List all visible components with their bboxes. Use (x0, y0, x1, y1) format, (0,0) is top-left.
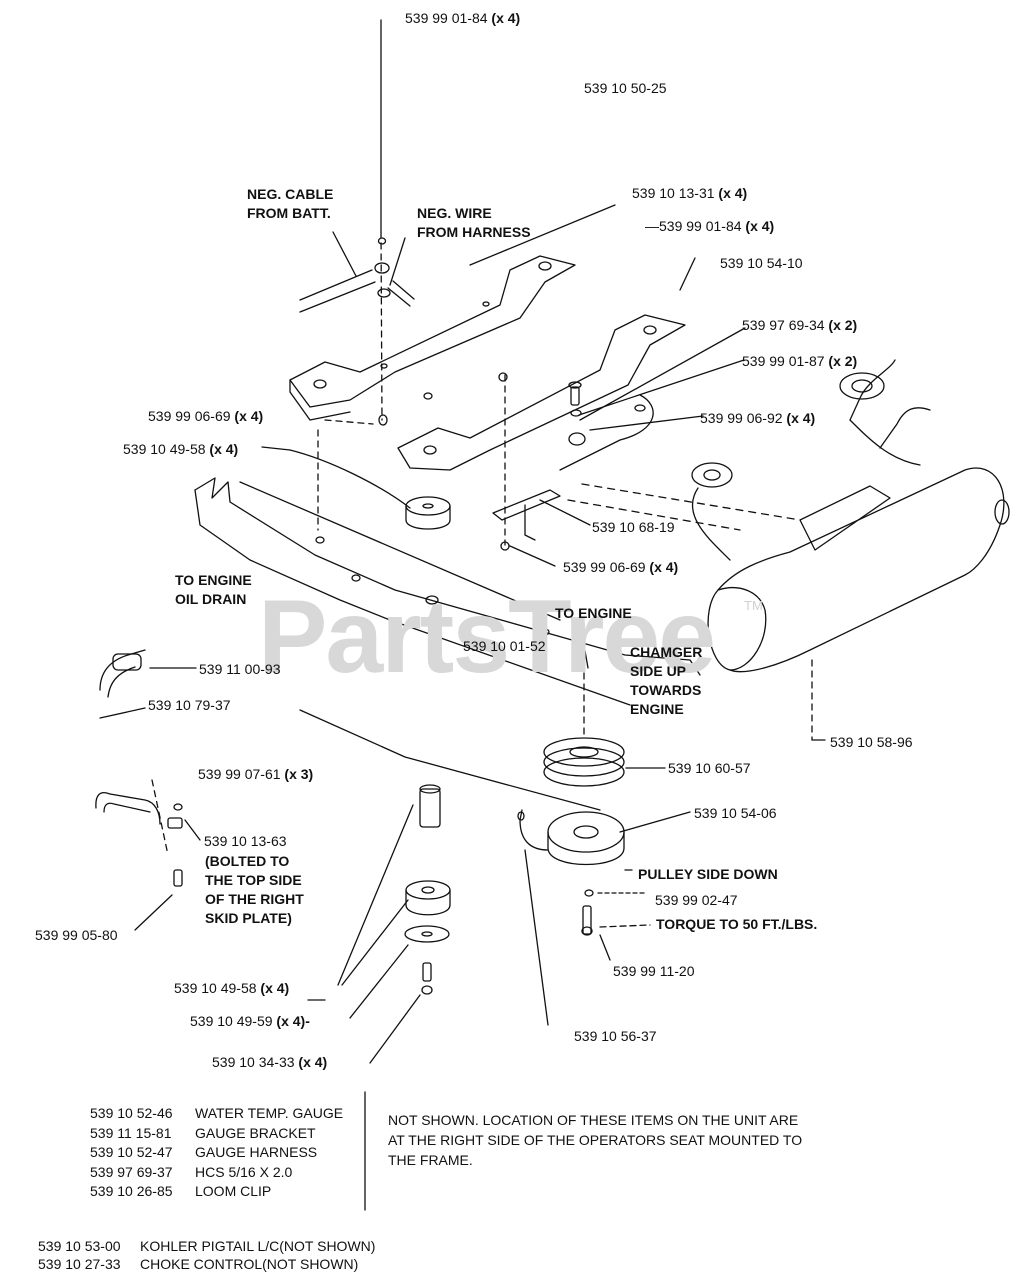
pulley (543, 639, 666, 787)
callout-539-99-01-87: 539 99 01-87 (x 2) (742, 353, 858, 369)
callout-539-10-34-33: 539 10 34-33 (x 4) (212, 1054, 328, 1070)
callout-539-10-54-06: 539 10 54-06 (694, 805, 777, 821)
watermark: PartsTree (258, 579, 716, 695)
upper-isolator (405, 496, 451, 530)
callout-539-10-49-58-top: 539 10 49-58 (x 4) (123, 441, 239, 457)
top-bolt-centerline (380, 19, 383, 421)
callout-539-99-01-84-right: —539 99 01-84 (x 4) (645, 218, 775, 234)
note-chamger-side-up: CHAMGER SIDE UP TOWARDS ENGINE (630, 644, 703, 717)
parts-row: 539 97 69-37 HCS 5/16 X 2.0 (90, 1163, 343, 1183)
callout-539-99-02-47: 539 99 02-47 (655, 892, 738, 908)
callout-539-10-54-10: 539 10 54-10 (720, 255, 803, 271)
parts-row: 539 10 52-46 WATER TEMP. GAUGE (90, 1104, 343, 1124)
upper-mount-bracket (289, 204, 616, 426)
part-description: WATER TEMP. GAUGE (195, 1105, 344, 1121)
parts-row: 539 10 27-33 CHOKE CONTROL(NOT SHOWN) (38, 1255, 375, 1273)
part-description: CHOKE CONTROL(NOT SHOWN) (140, 1256, 359, 1272)
gauge-parts-table: 539 10 52-46 WATER TEMP. GAUGE 539 11 15-8… (90, 1104, 343, 1202)
neg-cable (299, 231, 415, 313)
note-neg-wire: NEG. WIRE FROM HARNESS (417, 205, 531, 240)
electric-clutch (517, 809, 691, 1026)
note-oil-drain: TO ENGINE OIL DRAIN (175, 572, 252, 607)
gauge-bracket-parts (95, 779, 201, 931)
note-torque: TORQUE TO 50 FT./LBS. (656, 916, 818, 932)
lower-mount-bracket (397, 257, 801, 546)
callout-539-99-06-69-left: 539 99 06-69 (x 4) (148, 408, 264, 424)
note-pulley-side-down: PULLEY SIDE DOWN (638, 866, 778, 882)
parts-row: 539 11 15-81 GAUGE BRACKET (90, 1124, 343, 1144)
callout-539-99-07-61: 539 99 07-61 (x 3) (198, 766, 314, 782)
callout-539-99-06-69-center: 539 99 06-69 (x 4) (563, 559, 679, 575)
muffler (691, 359, 1010, 741)
callout-539-10-49-58-bottom: 539 10 49-58 (x 4) (174, 980, 290, 996)
callout-539-11-00-93: 539 11 00-93 (199, 661, 281, 677)
callout-539-99-11-20: 539 99 11-20 (613, 963, 695, 979)
callout-539-10-79-37: 539 10 79-37 (148, 697, 231, 713)
not-shown-parts-list: 539 10 53-00 KOHLER PIGTAIL L/C(NOT SHOWN… (38, 1237, 375, 1273)
callout-539-10-13-31: 539 10 13-31 (x 4) (632, 185, 748, 201)
part-number: 539 10 53-00 (38, 1238, 121, 1254)
hose-clamp (99, 649, 197, 719)
note-neg-cable: NEG. CABLE FROM BATT. (247, 186, 334, 221)
callout-539-10-13-63: 539 10 13-63 (204, 833, 287, 849)
part-description: KOHLER PIGTAIL L/C(NOT SHOWN) (140, 1238, 376, 1254)
spacer-stack (337, 784, 451, 1064)
callout-539-99-05-80: 539 99 05-80 (35, 927, 118, 943)
part-description: GAUGE BRACKET (195, 1124, 316, 1141)
part-number: 539 10 52-47 (90, 1144, 173, 1160)
note-to-engine: TO ENGINE (555, 605, 632, 621)
parts-row: 539 10 26-85 LOOM CLIP (90, 1182, 343, 1202)
part-number: 539 10 52-46 (90, 1105, 173, 1121)
watermark-trademark: TM (744, 598, 763, 613)
part-description: GAUGE HARNESS (195, 1144, 318, 1160)
callout-539-10-01-52: 539 10 01-52 (463, 638, 546, 654)
callout-539-10-49-59: 539 10 49-59 (x 4)- (190, 1013, 310, 1029)
part-description: LOOM CLIP (195, 1183, 272, 1199)
part-number: 539 10 27-33 (38, 1256, 121, 1272)
part-number: 539 97 69-37 (90, 1163, 173, 1180)
small-bracket (492, 489, 561, 551)
callout-539-99-01-84-top: 539 99 01-84 (x 4) (405, 10, 521, 26)
callout-539-99-06-92: 539 99 06-92 (x 4) (700, 410, 816, 426)
part-number: 539 10 26-85 (90, 1183, 173, 1199)
skid-plate (194, 419, 701, 811)
not-shown-note: NOT SHOWN. LOCATION OF THESE ITEMS ON TH… (388, 1112, 803, 1168)
part-description: HCS 5/16 X 2.0 (195, 1163, 293, 1180)
part-number: 539 11 15-81 (90, 1124, 172, 1141)
leader-lines (261, 327, 746, 1211)
callout-539-10-68-19: 539 10 68-19 (592, 519, 675, 535)
parts-row: 539 10 53-00 KOHLER PIGTAIL L/C(NOT SHOWN… (38, 1237, 375, 1255)
parts-row: 539 10 52-47 GAUGE HARNESS (90, 1143, 343, 1163)
callout-539-10-58-96: 539 10 58-96 (830, 734, 913, 750)
callout-539-10-60-57: 539 10 60-57 (668, 760, 751, 776)
bracket-bolts (568, 381, 586, 446)
callout-539-10-50-25: 539 10 50-25 (584, 80, 667, 96)
callout-539-10-56-37: 539 10 56-37 (574, 1028, 657, 1044)
callout-539-97-69-34: 539 97 69-34 (x 2) (742, 317, 858, 333)
note-bolted-to-skid-plate: (BOLTED TO THE TOP SIDE OF THE RIGHT SKI… (205, 853, 304, 926)
